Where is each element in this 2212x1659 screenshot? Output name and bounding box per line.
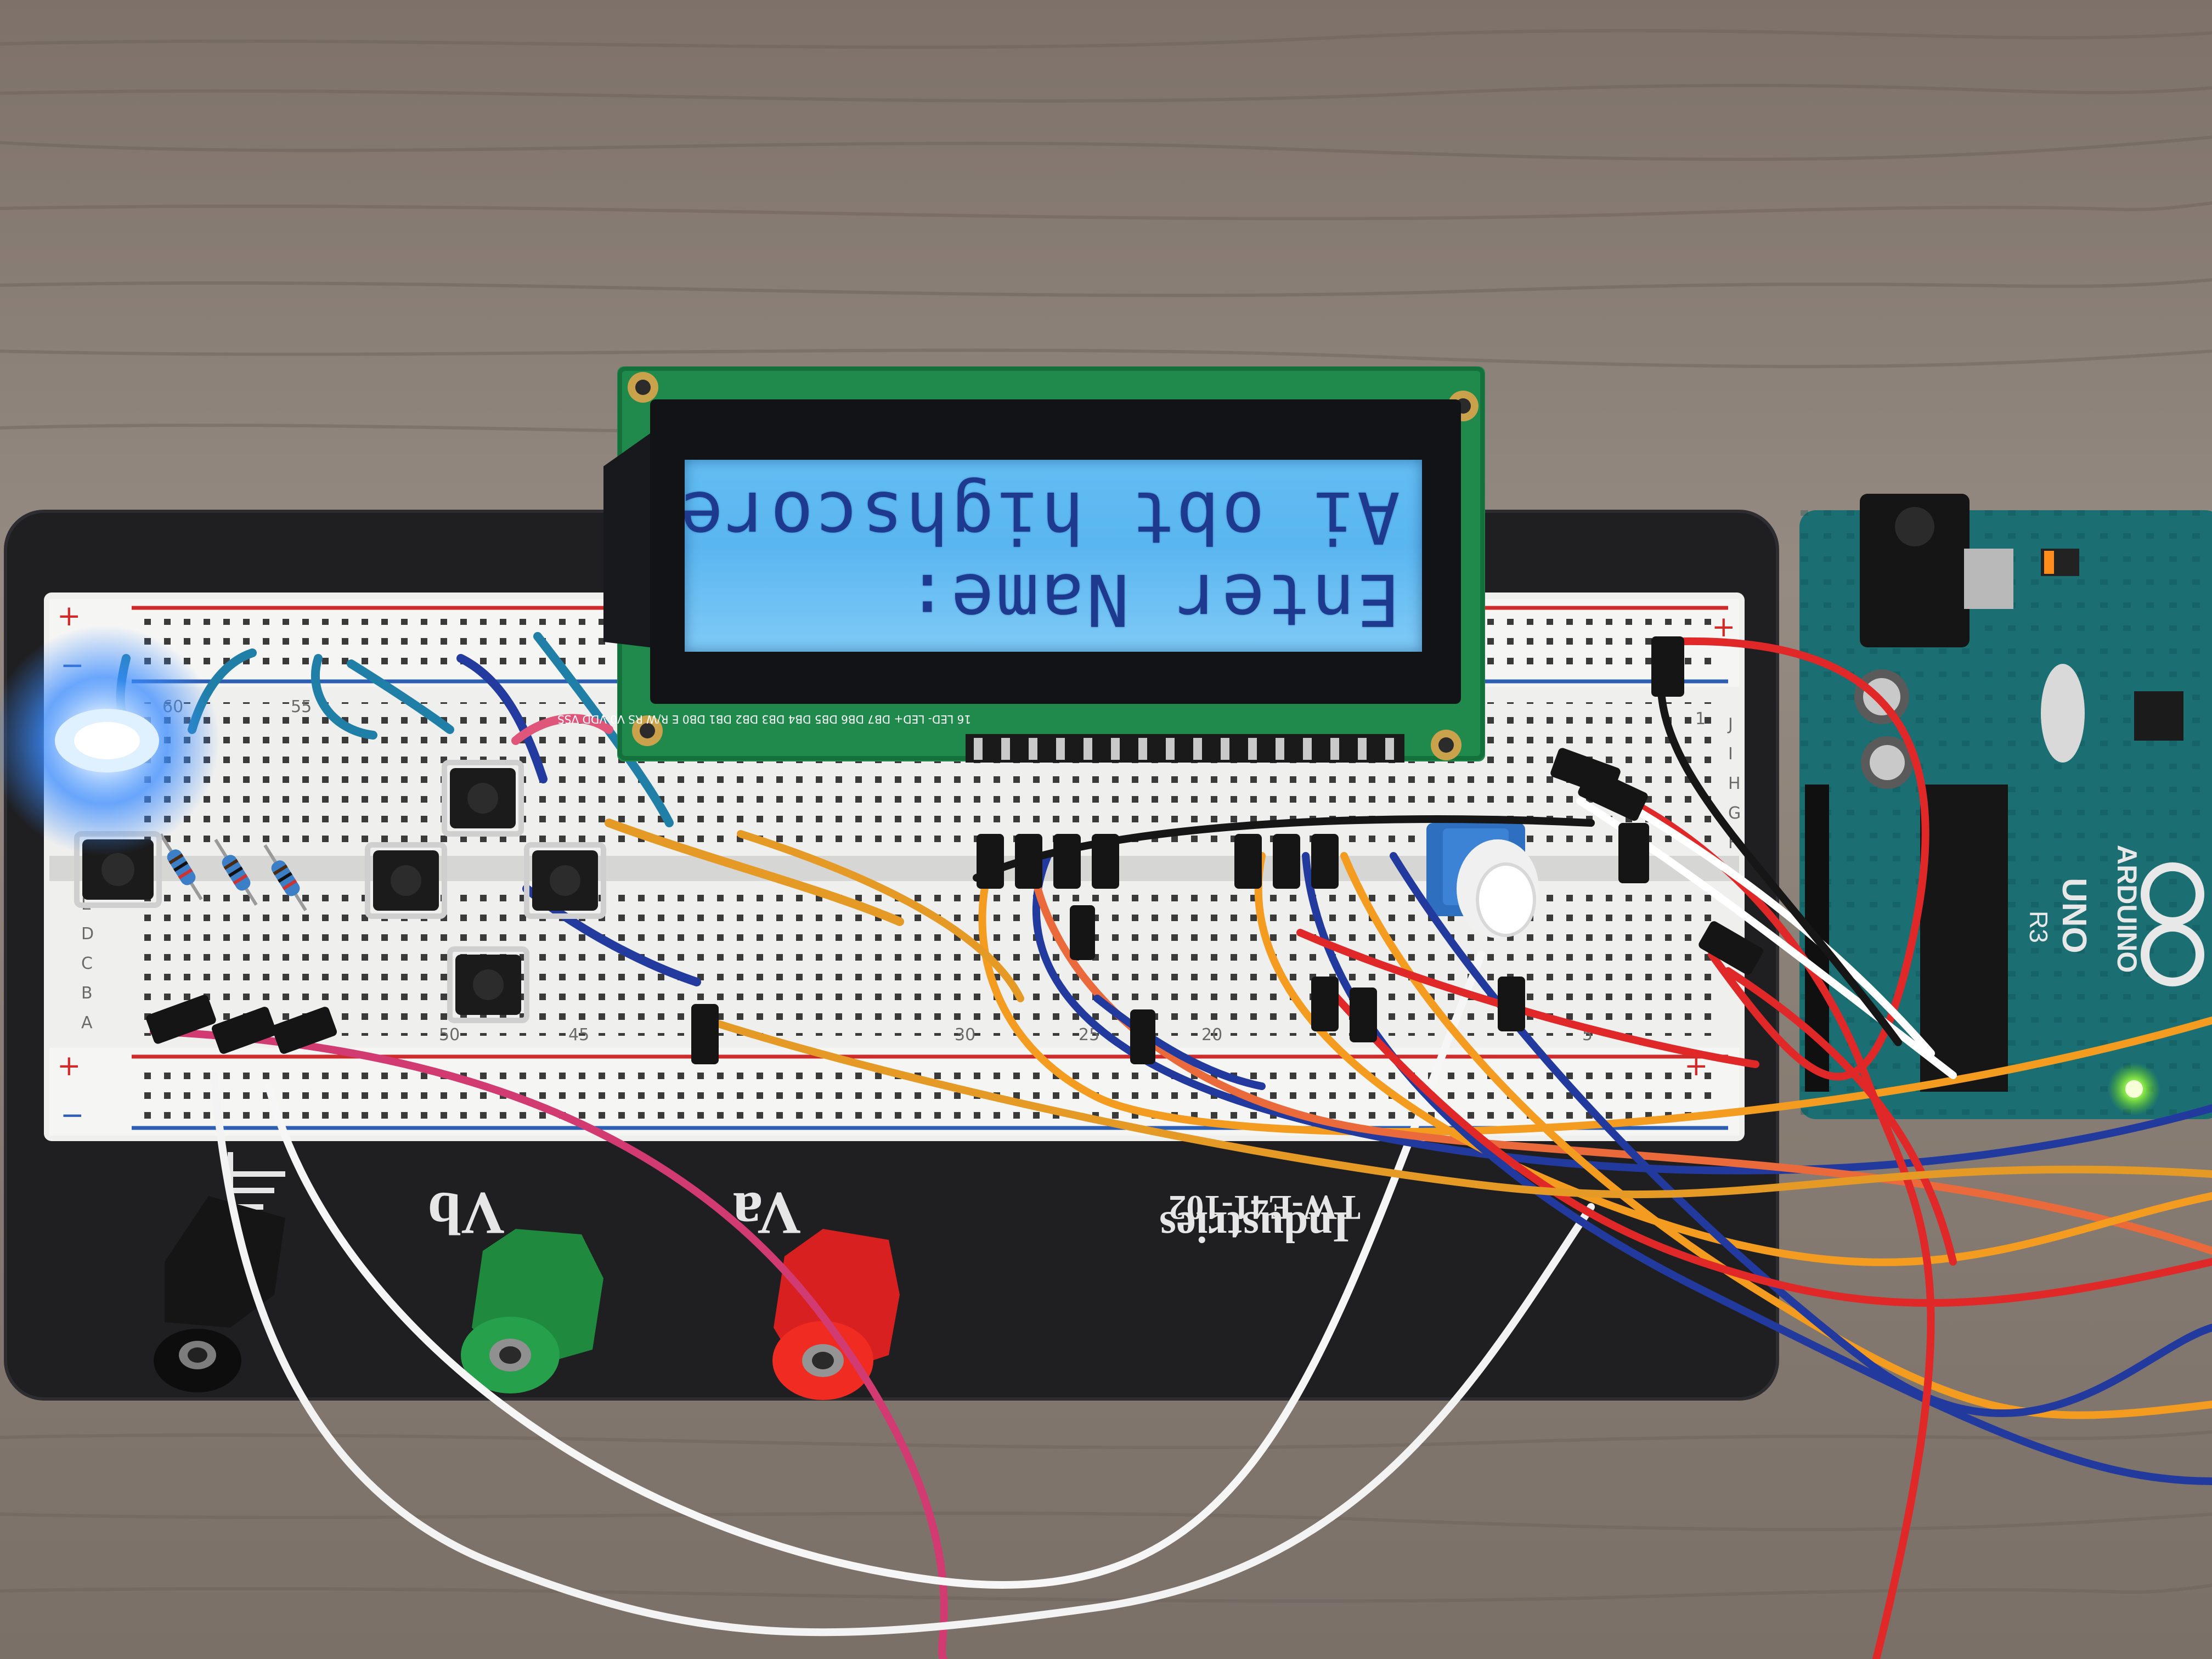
rail-minus-bottom-left: − [60,1099,84,1132]
long-jumper-wires [150,637,2212,1659]
wire-connectors [146,636,1763,1064]
green-status-led [2108,1063,2160,1115]
push-button-4[interactable] [524,842,606,919]
blue-led [0,625,219,856]
row-letter-h: H [1728,774,1741,793]
rail-plus-top-left: + [57,600,81,633]
potentiometer[interactable] [1426,823,1539,938]
col-number-50: 50 [439,1025,460,1045]
col-number-45: 45 [568,1025,589,1045]
push-button-3[interactable] [365,842,447,919]
push-button-2[interactable] [442,760,524,837]
label-va: Va [733,1180,801,1247]
brand-name: Industries [1159,1203,1350,1251]
board-jumpers [116,632,904,986]
binding-post-red[interactable] [772,1229,900,1400]
brand-model: TW-E41-102 [1169,1188,1361,1227]
row-letter-c: C [81,954,93,973]
arduino-brand: ARDUINO [2112,845,2142,973]
arduino-board: UNO ARDUINO R3 [1799,494,2212,1119]
row-letter-j: J [1727,715,1733,734]
push-button-5[interactable] [447,946,529,1023]
binding-post-green[interactable] [461,1229,603,1393]
arduino-revision: R3 [2024,911,2053,943]
col-number-20: 20 [1201,1025,1222,1045]
lcd-screen: Enter Name: Ai obt highscore [685,460,1422,652]
row-letter-g: G [1728,804,1741,823]
lcd-pin-labels: 16 LED- LED+ DB7 DB6 DB5 DB4 DB3 DB2 DB1… [557,713,971,726]
lcd-line-1: Enter Name: [904,558,1400,641]
col-number-55: 55 [291,697,312,716]
row-letter-i: I [1728,744,1733,764]
label-vb: Vb [427,1180,505,1247]
arduino-model: UNO [2055,878,2093,953]
infinity-logo-right [2141,923,2204,986]
col-number-1: 1 [1695,709,1706,729]
row-letter-b: B [81,984,93,1003]
resistors [159,833,307,911]
lcd-header-pins [974,738,1394,760]
lcd-line-2: Ai obt highscore [685,476,1400,559]
row-letter-d: D [81,924,94,944]
rail-plus-bottom-left: + [57,1049,81,1082]
infinity-logo-left [2141,862,2204,926]
row-letter-a: A [81,1013,93,1032]
col-number-30: 30 [955,1025,975,1045]
wood-grain [0,29,2212,1603]
